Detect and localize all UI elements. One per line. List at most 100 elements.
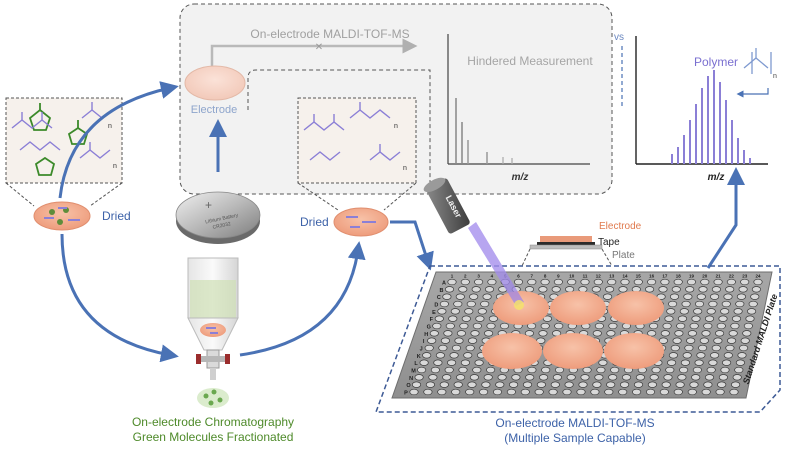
plate-well: [434, 315, 444, 322]
plate-well: [474, 278, 484, 286]
polymer-return-arrow: [736, 88, 769, 98]
plate-well: [465, 344, 475, 352]
plate-well: [722, 359, 732, 366]
chromatography-line2: Green Molecules Fractionated: [133, 430, 294, 444]
plate-well: [442, 293, 452, 300]
plate-well: [730, 322, 740, 330]
plate-well: [458, 366, 468, 374]
plate-well: [699, 337, 709, 344]
plate-well: [474, 359, 484, 366]
plate-well: [715, 330, 725, 337]
plate-col-label: 7: [531, 274, 534, 279]
plate-well: [470, 330, 480, 337]
plate-well: [486, 322, 496, 330]
plate-well: [661, 381, 671, 388]
plate-col-label: 21: [716, 274, 722, 279]
plate-well: [580, 374, 590, 381]
plate-well: [482, 293, 492, 300]
plate-well: [691, 315, 701, 322]
inset-connector-left-2: [89, 182, 123, 207]
plate-well: [432, 322, 442, 330]
svg-text:+: +: [205, 198, 212, 212]
plate-well: [444, 286, 455, 293]
dried-label-left: Dried: [102, 209, 131, 223]
plate-well: [686, 337, 696, 344]
plate-well: [437, 388, 447, 396]
plate-well: [603, 293, 613, 300]
plate-well: [691, 374, 701, 381]
plate-well: [551, 286, 561, 293]
plate-well: [694, 300, 705, 308]
plate-well: [703, 322, 713, 330]
plate-col-label: 2: [464, 274, 467, 279]
plate-well: [484, 330, 494, 337]
plate-well: [540, 322, 550, 330]
plate-well: [706, 308, 716, 315]
plate-well: [522, 381, 533, 388]
maldi-line2: (Multiple Sample Capable): [504, 431, 645, 445]
plate-well: [479, 388, 489, 396]
plate-well: [696, 293, 706, 300]
plate-well: [651, 366, 661, 374]
plate-well: [618, 286, 628, 293]
electrode-label: Electrode: [191, 104, 237, 116]
plate-well: [427, 337, 437, 344]
plate-well: [689, 322, 699, 330]
plate-well: [447, 278, 457, 286]
plate-well: [621, 374, 632, 381]
plate-well: [660, 278, 670, 286]
plate-well: [606, 330, 616, 337]
plate-col-label: 20: [702, 274, 708, 279]
plate-well: [633, 278, 643, 286]
plate-well: [550, 381, 560, 388]
plate-well: [698, 286, 708, 293]
plate-well: [524, 286, 535, 293]
plate-well: [677, 315, 688, 322]
plate-well: [751, 286, 761, 293]
plate-well: [604, 388, 614, 396]
laser-device: [423, 177, 470, 234]
plate-well: [683, 293, 693, 300]
plate-well: [725, 286, 735, 293]
plate-row-label: I: [423, 339, 425, 345]
plate-well: [711, 344, 721, 352]
plate-well: [671, 286, 681, 293]
plate-well: [439, 381, 449, 388]
plate-well: [424, 344, 434, 352]
plate-well: [679, 308, 689, 315]
plate-well: [676, 322, 686, 330]
plate-col-label: 13: [609, 274, 615, 279]
plate-well: [435, 352, 445, 359]
plate-well: [499, 322, 510, 330]
dried-label-right: Dried: [300, 215, 329, 229]
plate-well: [520, 388, 530, 396]
n-sub-3: n: [394, 123, 398, 130]
plate-well: [740, 337, 750, 344]
plate-well: [618, 388, 628, 396]
plate-well: [469, 293, 479, 300]
plate-well: [727, 337, 737, 344]
plate-well: [513, 278, 524, 286]
plate-well: [463, 352, 473, 359]
plate-col-label: 23: [742, 274, 748, 279]
plate-well: [738, 286, 748, 293]
plate-well: [443, 330, 453, 337]
plate-row-label: K: [417, 354, 421, 360]
stack-plate: Plate: [612, 250, 635, 261]
plate-well: [753, 278, 763, 286]
plate-col-label: 17: [662, 274, 668, 279]
plate-well: [565, 286, 575, 293]
plate-well: [538, 330, 548, 337]
plate-well: [451, 344, 462, 352]
battery-line2: CR2032: [212, 221, 231, 231]
plate-well: [728, 330, 738, 337]
plate-well: [542, 315, 552, 322]
plate-well: [467, 381, 477, 388]
plate-well: [669, 293, 680, 300]
plate-well: [607, 278, 617, 286]
plate-col-label: 12: [596, 274, 602, 279]
plate-well: [429, 330, 439, 337]
plate-col-label: 16: [649, 274, 655, 279]
